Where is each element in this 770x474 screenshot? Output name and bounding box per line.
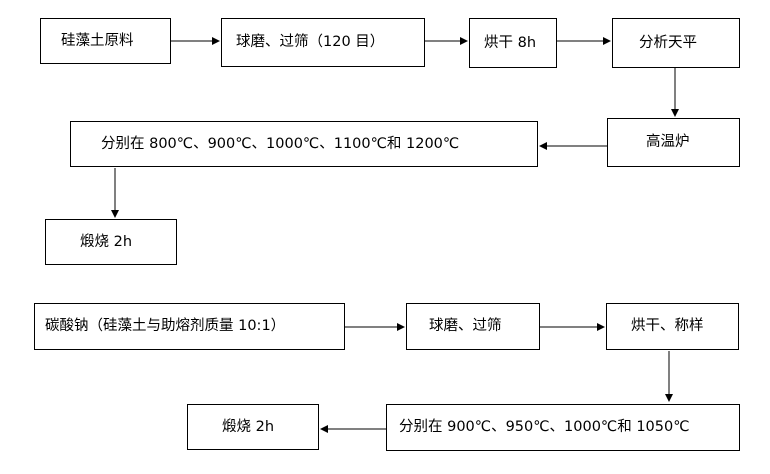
step-high-temp-furnace: 高温炉 [607, 118, 740, 167]
step-calcination-temperatures: 分别在 800℃、900℃、1000℃、1100℃和 1200℃ [70, 121, 538, 167]
step-ball-milling-sieving: 球磨、过筛（120 目） [221, 18, 425, 67]
step-calcine-2: 煅烧 2h [187, 404, 319, 450]
step-calcine: 煅烧 2h [45, 219, 177, 265]
step-label: 高温炉 [646, 134, 690, 151]
step-label: 煅烧 2h [222, 418, 275, 435]
step-label: 球磨、过筛（120 目） [236, 34, 385, 51]
step-label: 硅藻土原料 [61, 32, 134, 49]
step-label: 分析天平 [639, 34, 697, 51]
step-label: 碳酸钠（硅藻土与助熔剂质量 10:1） [45, 318, 286, 335]
step-label: 球磨、过筛 [429, 318, 502, 335]
step-label: 煅烧 2h [80, 233, 133, 250]
step-drying-weighing: 烘干、称样 [606, 303, 739, 350]
step-label: 烘干、称样 [631, 318, 704, 335]
step-label: 分别在 800℃、900℃、1000℃、1100℃和 1200℃ [101, 135, 460, 152]
step-calcination-temperatures-2: 分别在 900℃、950℃、1000℃和 1050℃ [386, 404, 740, 451]
step-raw-diatomite: 硅藻土原料 [40, 18, 171, 64]
step-drying: 烘干 8h [469, 18, 557, 68]
step-ball-milling-sieving-2: 球磨、过筛 [406, 303, 540, 350]
step-analytical-balance: 分析天平 [612, 18, 740, 68]
step-sodium-carbonate: 碳酸钠（硅藻土与助熔剂质量 10:1） [34, 303, 345, 350]
step-label: 烘干 8h [484, 34, 537, 51]
step-label: 分别在 900℃、950℃、1000℃和 1050℃ [399, 419, 690, 436]
